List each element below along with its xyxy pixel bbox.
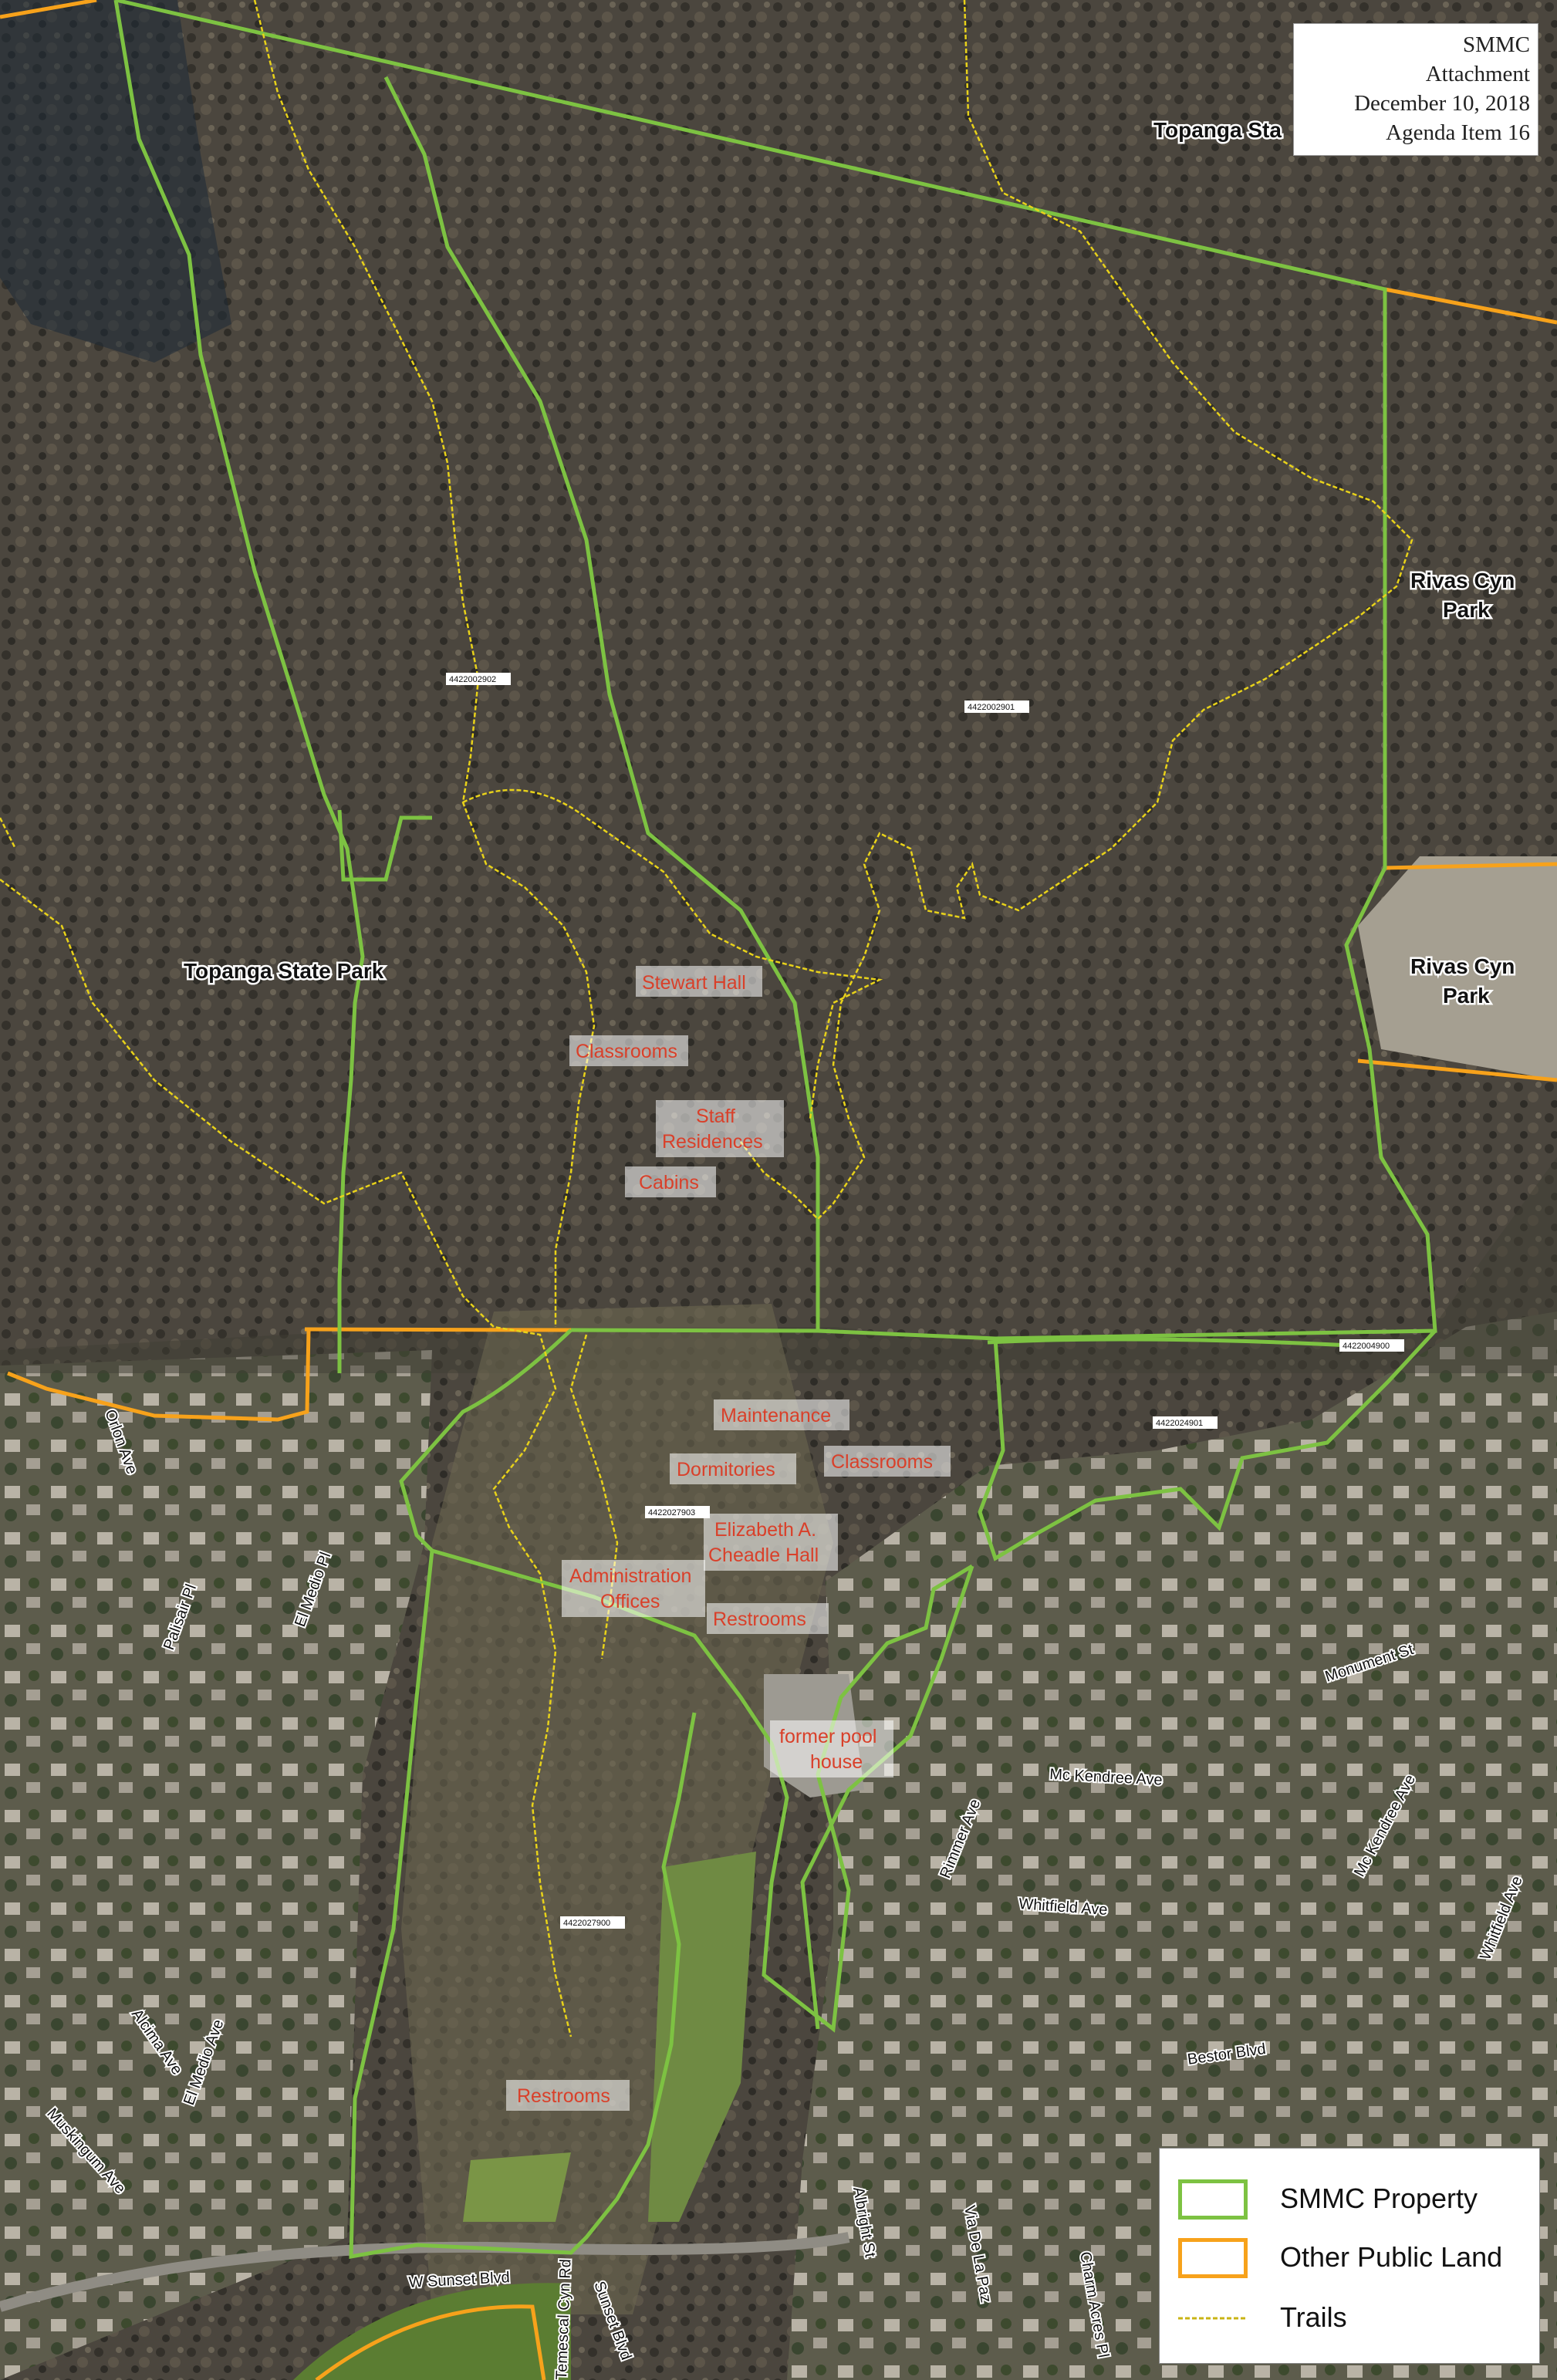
label-administration-2: Offices bbox=[600, 1591, 660, 1612]
label-former-pool-house: former pool bbox=[779, 1726, 876, 1747]
header-org: SMMC bbox=[1462, 32, 1530, 57]
legend-label-trails: Trails bbox=[1280, 2301, 1347, 2333]
attachment-header: SMMC Attachment December 10, 2018 Agenda… bbox=[1293, 23, 1538, 156]
header-agenda-item: Agenda Item 16 bbox=[1386, 120, 1530, 145]
parcel-id-3: 4422004900 bbox=[1343, 1342, 1390, 1351]
label-restrooms-upper: Restrooms bbox=[713, 1609, 806, 1630]
label-classrooms-upper: Classrooms bbox=[576, 1041, 677, 1062]
label-cheadle-hall-2: Cheadle Hall bbox=[708, 1544, 819, 1566]
east-neighborhood bbox=[787, 1312, 1557, 2380]
label-former-pool-house-2: house bbox=[810, 1751, 863, 1773]
legend-swatch-other bbox=[1178, 2238, 1248, 2278]
label-restrooms-lower: Restrooms bbox=[517, 2085, 610, 2107]
parcel-id-6: 4422027900 bbox=[563, 1919, 610, 1928]
parcel-id-4: 4422024901 bbox=[1156, 1419, 1203, 1428]
label-cabins: Cabins bbox=[639, 1172, 699, 1193]
label-classrooms-lower: Classrooms bbox=[831, 1451, 933, 1473]
label-maintenance: Maintenance bbox=[721, 1405, 831, 1426]
park-label-rivas-north-2: Park bbox=[1443, 598, 1490, 622]
parcel-id-5: 4422027903 bbox=[648, 1508, 695, 1517]
park-label-rivas-north: Rivas Cyn bbox=[1410, 569, 1515, 592]
park-label-rivas-south-2: Park bbox=[1443, 984, 1490, 1008]
park-label-topanga-west: Topanga State Park bbox=[184, 959, 384, 983]
header-date: December 10, 2018 bbox=[1354, 91, 1530, 116]
park-label-rivas-south: Rivas Cyn bbox=[1410, 954, 1515, 978]
label-administration: Administration bbox=[569, 1565, 691, 1587]
legend-swatch-smmc bbox=[1178, 2179, 1248, 2220]
legend-label-other: Other Public Land bbox=[1280, 2241, 1503, 2273]
label-staff-residences-2: Residences bbox=[662, 1131, 763, 1153]
shadow-area bbox=[0, 0, 231, 363]
label-staff-residences: Staff bbox=[696, 1106, 735, 1127]
parcel-id-1: 4422002902 bbox=[449, 675, 496, 684]
legend-swatch-trails bbox=[1178, 2317, 1248, 2320]
rivas-clearing bbox=[1358, 856, 1557, 1080]
park-label-topanga-north: Topanga Sta bbox=[1153, 118, 1282, 142]
label-cheadle-hall: Elizabeth A. bbox=[714, 1519, 816, 1541]
building-labels: Stewart Hall Classrooms Staff Residences… bbox=[506, 966, 951, 2111]
meadow bbox=[648, 1852, 756, 2222]
map-legend: SMMC Property Other Public Land Trails bbox=[1159, 2148, 1540, 2364]
west-neighborhood bbox=[0, 1350, 432, 2380]
parcel-id-2: 4422002901 bbox=[968, 703, 1015, 712]
label-dormitories: Dormitories bbox=[677, 1459, 775, 1480]
parcel-labels: 4422002902 4422002901 4422004900 4422024… bbox=[446, 673, 1404, 1929]
legend-label-smmc: SMMC Property bbox=[1280, 2183, 1478, 2214]
smmc-property-boundaries bbox=[113, 0, 1437, 2259]
label-stewart-hall: Stewart Hall bbox=[642, 972, 746, 994]
header-attachment: Attachment bbox=[1425, 62, 1530, 86]
